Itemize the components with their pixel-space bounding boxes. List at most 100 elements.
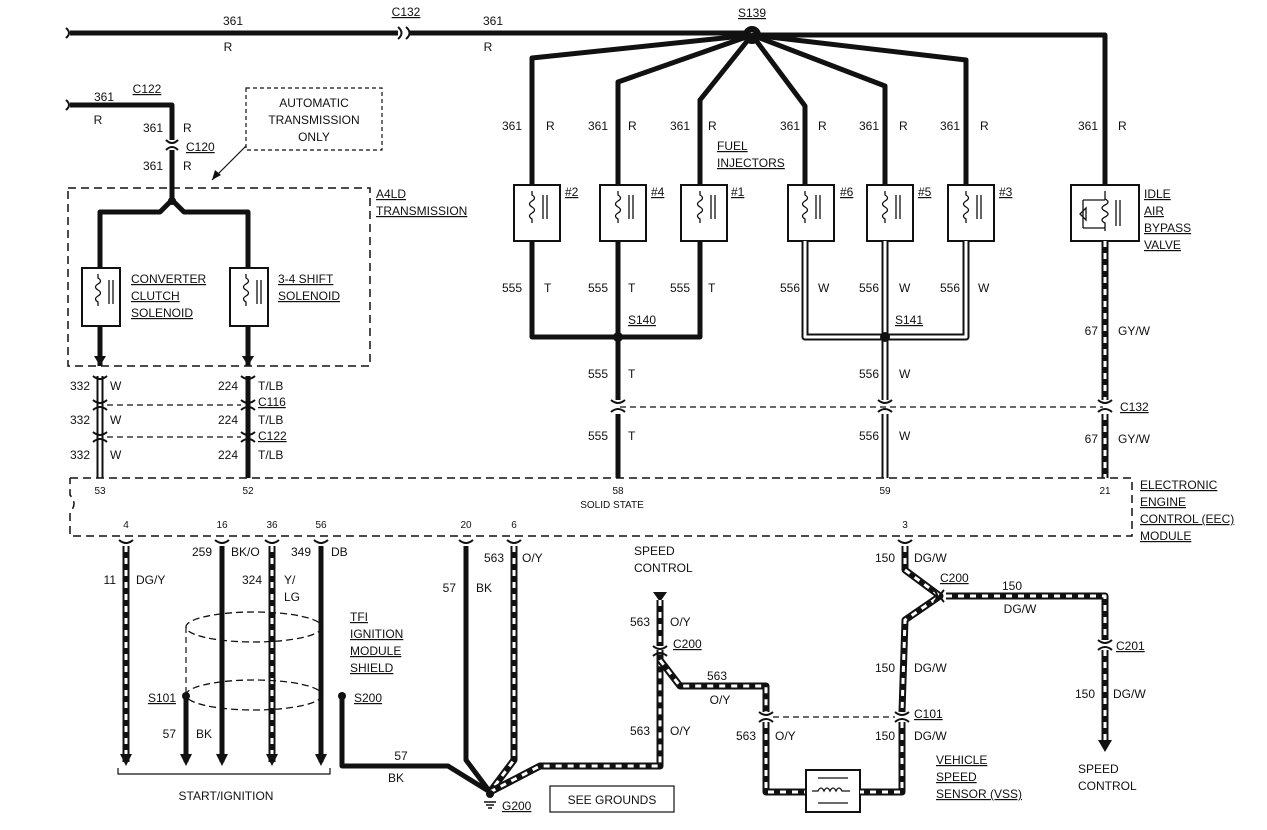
injector-4	[599, 184, 647, 242]
svg-text:T: T	[708, 281, 716, 295]
iab-label: IDLE	[1144, 187, 1171, 201]
injector-number: #1	[731, 185, 745, 199]
svg-text:R: R	[708, 119, 717, 133]
svg-text:O/Y: O/Y	[670, 724, 691, 738]
eec-label: ELECTRONIC	[1140, 478, 1218, 492]
svg-text:361: 361	[670, 119, 690, 133]
svg-text:20: 20	[460, 520, 472, 531]
svg-text:O/Y: O/Y	[775, 729, 796, 743]
svg-text:W: W	[110, 413, 122, 427]
svg-text:T: T	[544, 281, 552, 295]
svg-text:SOLENOID: SOLENOID	[278, 289, 340, 303]
svg-text:555: 555	[588, 429, 608, 443]
svg-text:GY/W: GY/W	[1118, 432, 1151, 446]
fuel-injectors-label: INJECTORS	[717, 156, 785, 170]
fuel-injectors-label: FUEL	[717, 139, 748, 153]
connector-label-c101: C101	[914, 707, 943, 721]
injector-6	[787, 184, 835, 242]
start-ignition-label: START/IGNITION	[179, 789, 274, 803]
svg-text:DG/Y: DG/Y	[136, 573, 165, 587]
svg-text:R: R	[94, 113, 103, 127]
svg-text:361: 361	[588, 119, 608, 133]
svg-text:361: 361	[859, 119, 879, 133]
svg-text:MODULE: MODULE	[350, 644, 401, 658]
svg-text:BK: BK	[196, 727, 212, 741]
svg-text:T/LB: T/LB	[258, 448, 283, 462]
eec-module-box	[69, 477, 1133, 537]
wire-color: R	[224, 40, 233, 54]
svg-text:332: 332	[70, 448, 90, 462]
injector-return-556	[801, 241, 970, 478]
idle-air-bypass-valve	[1070, 184, 1140, 242]
svg-text:R: R	[183, 159, 192, 173]
svg-text:IGNITION: IGNITION	[350, 627, 403, 641]
splice-s141	[880, 332, 890, 342]
svg-text:GY/W: GY/W	[1118, 324, 1151, 338]
svg-text:R: R	[980, 119, 989, 133]
connector-label-c120: C120	[186, 140, 215, 154]
svg-text:361: 361	[940, 119, 960, 133]
svg-text:O/Y: O/Y	[522, 551, 543, 565]
svg-text:53: 53	[94, 486, 106, 497]
splice-label-s140: S140	[628, 313, 656, 327]
svg-text:DG/W: DG/W	[1113, 687, 1146, 701]
svg-text:67: 67	[1085, 432, 1099, 446]
svg-text:21: 21	[1099, 486, 1111, 497]
splice-s140	[613, 332, 623, 342]
solenoid-feed	[97, 197, 251, 268]
see-grounds-box	[549, 785, 675, 813]
svg-text:O/Y: O/Y	[710, 693, 731, 707]
transmission-label: A4LD	[376, 187, 406, 201]
svg-text:SPEED: SPEED	[936, 770, 977, 784]
svg-text:556: 556	[859, 281, 879, 295]
svg-text:332: 332	[70, 379, 90, 393]
svg-text:224: 224	[218, 379, 238, 393]
svg-text:556: 556	[859, 367, 879, 381]
svg-text:Y/: Y/	[284, 573, 296, 587]
svg-text:361: 361	[1078, 119, 1098, 133]
svg-text:150: 150	[875, 551, 895, 565]
svg-text:224: 224	[218, 413, 238, 427]
svg-text:R: R	[899, 119, 908, 133]
eec-pins: 53 52 58 59 21 4 16 36 56 20 6 3	[94, 486, 1111, 531]
iab-label: BYPASS	[1144, 221, 1191, 235]
svg-text:O/Y: O/Y	[670, 615, 691, 629]
svg-text:SENSOR (VSS): SENSOR (VSS)	[936, 787, 1022, 801]
svg-text:6: 6	[511, 520, 517, 531]
connector-c132-top	[397, 26, 411, 40]
eec-label: CONTROL (EEC)	[1140, 512, 1234, 526]
svg-text:T/LB: T/LB	[258, 379, 283, 393]
iab-label: VALVE	[1144, 238, 1181, 252]
svg-text:BK: BK	[388, 771, 404, 785]
converter-clutch-solenoid	[81, 267, 121, 327]
svg-text:DG/W: DG/W	[914, 661, 947, 675]
svg-text:52: 52	[242, 486, 254, 497]
svg-text:58: 58	[612, 486, 624, 497]
svg-text:56: 56	[315, 520, 327, 531]
s139-fanout	[529, 32, 1108, 185]
tfi-shield	[185, 611, 323, 711]
svg-text:R: R	[628, 119, 637, 133]
svg-text:324: 324	[242, 573, 262, 587]
svg-text:150: 150	[875, 729, 895, 743]
connector-label-c122: C122	[258, 429, 287, 443]
svg-text:563: 563	[736, 729, 756, 743]
svg-text:556: 556	[780, 281, 800, 295]
connector-label-c132: C132	[392, 5, 421, 19]
svg-text:59: 59	[879, 486, 891, 497]
solid-state-label: SOLID STATE	[580, 500, 644, 511]
svg-text:57: 57	[394, 749, 408, 763]
connector-label-c200: C200	[673, 637, 702, 651]
svg-text:W: W	[899, 281, 911, 295]
svg-text:CONTROL: CONTROL	[634, 561, 693, 575]
vss-wire-150	[860, 539, 1113, 796]
injector-3	[947, 184, 995, 242]
connector-label-c132: C132	[1120, 400, 1149, 414]
feed-wire-361	[65, 26, 752, 40]
svg-text:67: 67	[1085, 324, 1099, 338]
splice-label-s101: S101	[148, 691, 176, 705]
svg-text:555: 555	[588, 367, 608, 381]
speed-control-wire-563	[652, 600, 806, 796]
svg-text:T: T	[628, 429, 636, 443]
